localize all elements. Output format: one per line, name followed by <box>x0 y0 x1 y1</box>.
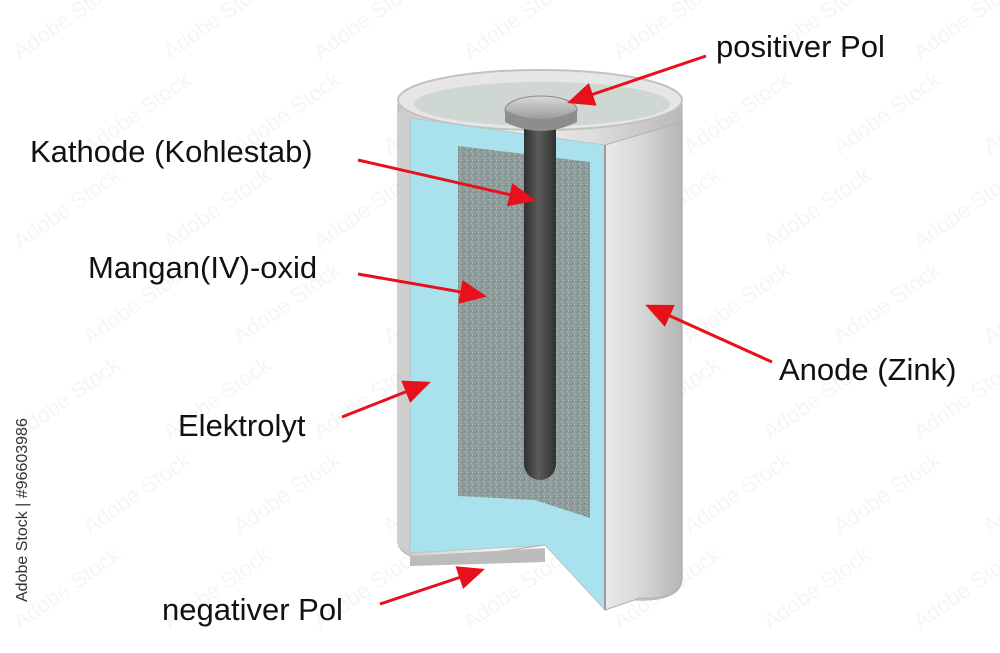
watermark-text: Adobe Stock <box>909 541 1000 634</box>
watermark-text: Adobe Stock <box>229 446 346 539</box>
watermark-text: Adobe Stock <box>309 0 426 64</box>
watermark-text: Adobe Stock <box>759 541 876 634</box>
watermark-text: Adobe Stock <box>679 66 796 159</box>
watermark-text: Adobe Stock <box>979 446 1000 539</box>
watermark-text: Adobe Stock <box>909 0 1000 64</box>
arrow-negative-pole <box>379 566 485 606</box>
arrow-anode <box>645 304 773 364</box>
watermark-text: Adobe Stock <box>679 446 796 539</box>
watermark-text: Adobe Stock <box>829 446 946 539</box>
watermark-text: Adobe Stock <box>829 256 946 349</box>
battery-illustration <box>397 69 683 612</box>
battery-bottom <box>410 548 545 566</box>
watermark-text: Adobe Stock <box>9 0 126 64</box>
watermark-text: Adobe Stock <box>459 0 576 64</box>
positive-cap-body <box>505 110 577 131</box>
carbon-rod <box>524 108 556 480</box>
watermark-text: Adobe Stock <box>679 256 796 349</box>
label-anode: Anode (Zink) <box>779 352 956 387</box>
watermark-text: Adobe Stock <box>909 161 1000 254</box>
watermark-text: Adobe Stock <box>79 446 196 539</box>
arrow-positive-pole <box>567 54 707 106</box>
arrow-electrolyte <box>341 380 431 419</box>
watermark-text: Adobe Stock <box>159 161 276 254</box>
watermark-text: Adobe Stock <box>9 161 126 254</box>
label-cathode: Kathode (Kohlestab) <box>30 134 313 169</box>
arrow-manganese-oxide <box>357 272 487 304</box>
label-electrolyte: Elektrolyt <box>178 408 306 443</box>
arrow-cathode <box>357 158 536 207</box>
label-positive-pole: positiver Pol <box>716 29 885 64</box>
arrows <box>341 54 773 606</box>
watermark-text: Adobe Stock <box>829 66 946 159</box>
left-wall <box>398 112 410 548</box>
right-wall <box>604 121 683 611</box>
watermark-text: Adobe Stock <box>609 0 726 64</box>
stock-id-text: Adobe Stock | #96603986 <box>14 418 31 602</box>
watermark-text: Adobe Stock <box>159 0 276 64</box>
watermark-text: Adobe Stock <box>759 161 876 254</box>
watermark-text: Adobe Stock <box>979 66 1000 159</box>
watermark-text: Adobe Stock <box>979 256 1000 349</box>
label-negative-pole: negativer Pol <box>162 592 343 627</box>
label-manganese-oxide: Mangan(IV)-oxid <box>88 250 317 285</box>
